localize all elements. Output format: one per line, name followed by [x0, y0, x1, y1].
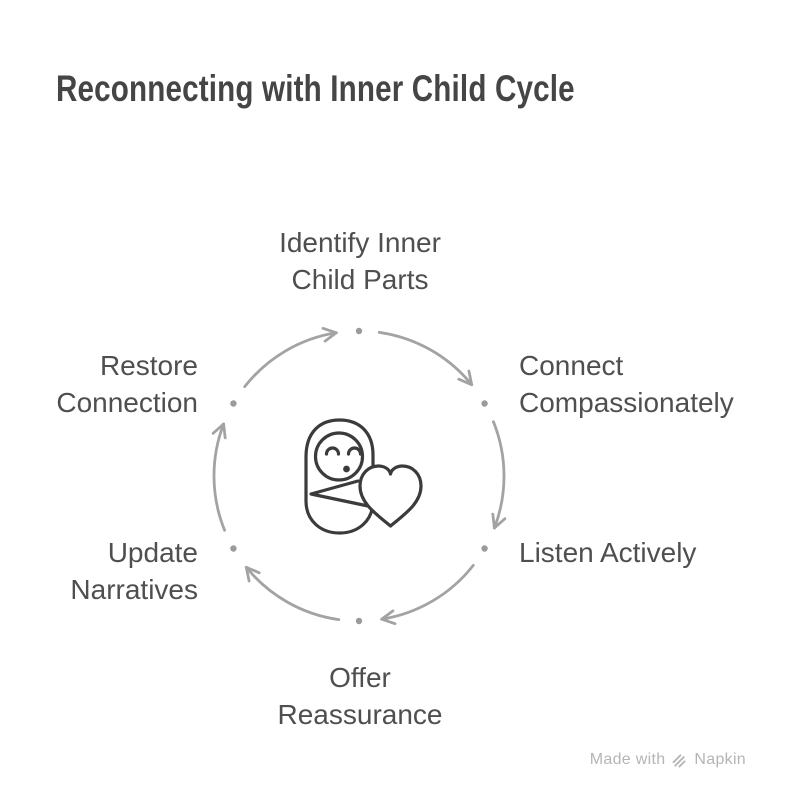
cycle-arc-arrow: [243, 331, 338, 389]
cycle-arrowhead-line: [323, 331, 338, 343]
cycle-arrowhead-line: [457, 377, 474, 387]
cycle-arrowhead-line: [380, 617, 397, 626]
cycle-step-restore-connection: Restore Connection: [56, 350, 198, 418]
baby-eye-left: [324, 446, 341, 456]
cycle-step-update-narratives: Update Narratives: [70, 537, 198, 605]
cycle-arrowhead-line: [211, 422, 226, 435]
cycle-arrowhead-line: [222, 422, 227, 440]
cycle-step-connect-compassionately: Connect Compassionately: [519, 350, 734, 418]
watermark-text: Made with: [589, 751, 666, 768]
watermark-brand: Napkin: [694, 751, 746, 768]
cycle-arrowhead-line: [380, 609, 395, 621]
baby-face: [313, 431, 365, 482]
cycle-arrowhead-line: [492, 517, 507, 530]
cycle-dot: [230, 545, 237, 552]
cycle-arrowhead-line: [491, 512, 496, 530]
cycle-arrowhead-line: [321, 326, 338, 335]
cycle-arrowhead-line: [467, 369, 474, 387]
cycle-arc-arrow: [377, 331, 474, 387]
cycle-arc-arrow: [212, 422, 226, 532]
cycle-arc-arrow: [492, 420, 506, 530]
cycle-dot: [355, 327, 363, 335]
cycle-dot: [481, 545, 488, 552]
cycle-dot: [355, 617, 363, 625]
napkin-logo-icon: [673, 753, 686, 767]
swaddle-fold: [309, 479, 370, 508]
cycle-step-identify-inner-child-parts: Identify Inner Child Parts: [279, 227, 441, 295]
cycle-arrowhead-line: [244, 565, 261, 575]
cycle-dot: [230, 400, 237, 407]
baby-mouth: [343, 465, 350, 473]
cycle-step-offer-reassurance: Offer Reassurance: [277, 662, 443, 730]
watermark: Made with Napkin: [590, 751, 746, 769]
cycle-arc-arrow: [380, 563, 475, 621]
baby-eye-right: [346, 446, 363, 456]
cycle-arrowhead-line: [244, 565, 251, 583]
heart-icon: [358, 464, 423, 528]
cycle-step-listen-actively: Listen Actively: [519, 537, 697, 568]
cycle-arc-arrow: [244, 565, 341, 621]
page-title: Reconnecting with Inner Child Cycle: [56, 68, 575, 109]
baby-heart-icon: [304, 418, 423, 535]
cycle-dot: [481, 400, 488, 407]
